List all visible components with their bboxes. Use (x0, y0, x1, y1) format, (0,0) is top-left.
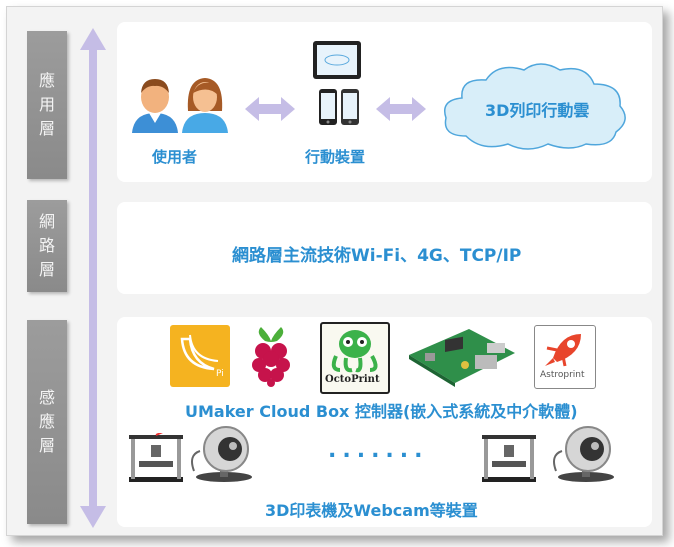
side-label-application: 應 用 層 (27, 31, 67, 179)
male-user-icon (132, 79, 178, 133)
double-arrow-icon (245, 97, 295, 121)
side-char: 應 (38, 71, 55, 90)
astroprint-logo: Astroprint (534, 325, 596, 389)
controller-label: UMaker Cloud Box 控制器(嵌入式系統及中介軟體) (185, 402, 578, 421)
raspberry-pi-icon (252, 327, 290, 387)
3d-printer-icon (482, 435, 536, 482)
side-char: 用 (38, 95, 55, 114)
side-char: 層 (38, 436, 55, 455)
3d-printer-icon (129, 433, 183, 482)
side-char: 網 (38, 212, 55, 231)
webcam-icon (191, 426, 252, 482)
vertical-double-arrow-icon (80, 28, 106, 528)
circuit-board-icon (409, 329, 515, 387)
webcam-icon (553, 426, 614, 482)
banana-pi-text: Pi (216, 369, 224, 379)
banana-pi-logo: Pi (170, 325, 230, 387)
network-layer-panel (117, 202, 652, 294)
side-char: 路 (38, 236, 55, 255)
side-char: 層 (38, 119, 55, 138)
cloud-label: 3D列印行動雲 (485, 101, 590, 120)
octoprint-text: OctoPrint (325, 374, 380, 385)
banana-icon (180, 334, 219, 371)
double-arrow-icon (376, 97, 426, 121)
side-char: 感 (38, 388, 55, 407)
astroprint-text: Astroprint (540, 370, 585, 380)
ellipsis-dots: ....... (328, 438, 429, 463)
cloud-icon (444, 63, 626, 150)
mobile-device-label: 行動裝置 (305, 148, 366, 166)
side-label-sensing: 感 應 層 (27, 320, 67, 524)
phone-icon (319, 89, 337, 125)
network-layer-title: 網路層主流技術Wi-Fi、4G、TCP/IP (232, 246, 522, 266)
female-user-icon (182, 78, 228, 133)
octoprint-logo: OctoPrint (320, 322, 390, 394)
octopus-icon (331, 330, 378, 373)
phone-icon (341, 89, 359, 125)
devices-label: 3D印表機及Webcam等裝置 (265, 501, 478, 520)
side-char: 層 (38, 260, 55, 279)
rocket-icon (545, 334, 581, 367)
tablet-icon (313, 41, 361, 79)
side-char: 應 (38, 412, 55, 431)
user-label: 使用者 (152, 148, 198, 166)
side-label-network: 網 路 層 (27, 200, 67, 292)
